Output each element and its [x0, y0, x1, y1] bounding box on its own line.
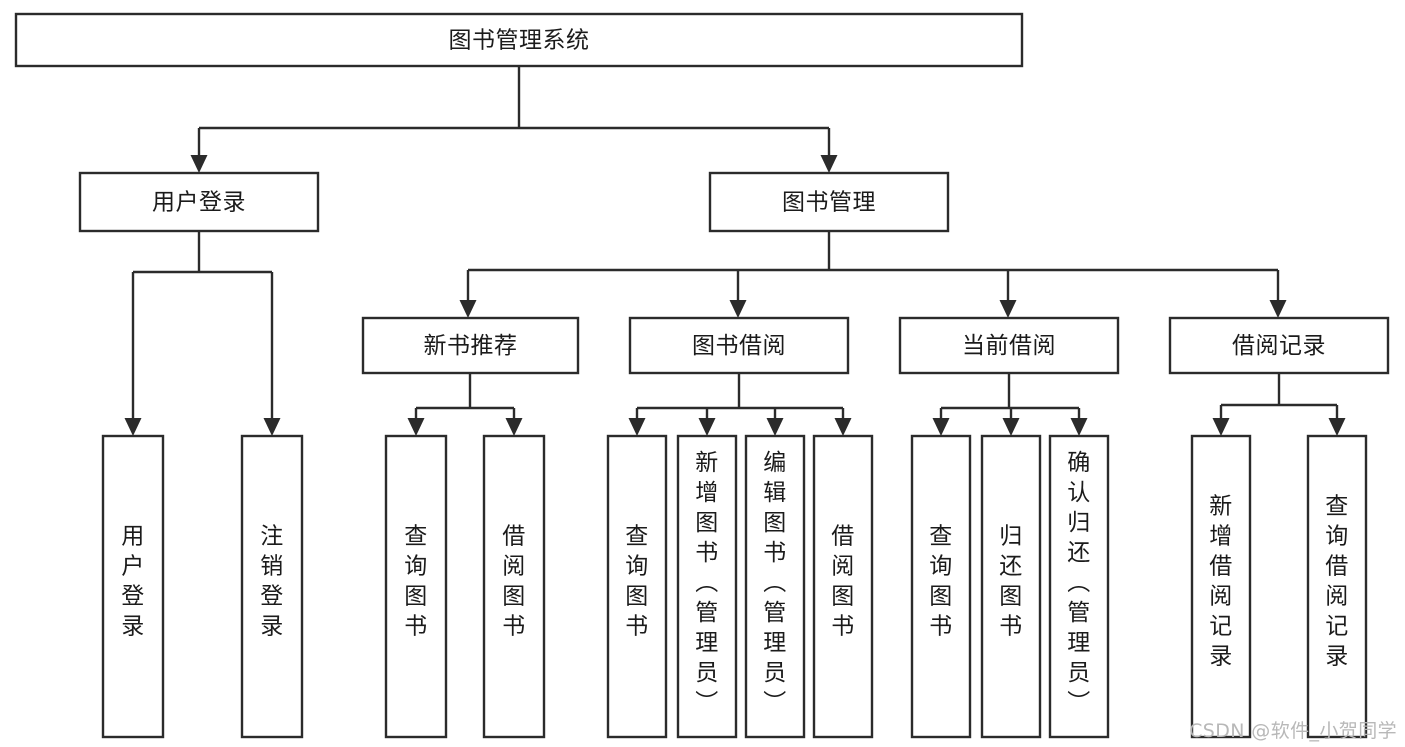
level3-node[interactable]: 借阅记录 [1168, 316, 1390, 375]
leaf-node[interactable]: 借阅图书 [812, 434, 874, 739]
level3-label: 新书推荐 [424, 333, 518, 359]
arrow-head-icon [263, 418, 281, 436]
level2-label: 图书管理 [782, 190, 876, 216]
level3-label: 借阅记录 [1232, 333, 1326, 359]
leaf-box[interactable] [980, 434, 1042, 739]
level3-node[interactable]: 当前借阅 [898, 316, 1120, 375]
level3-label: 图书借阅 [692, 333, 786, 359]
leaf-node[interactable]: 用户登录 [101, 434, 165, 739]
arrow-head-icon [834, 418, 852, 436]
leaf-node[interactable]: 新增图书︵管理员︶ [676, 434, 738, 739]
arrow-head-icon [1002, 418, 1020, 436]
level2-label: 用户登录 [152, 190, 246, 216]
leaf-node[interactable]: 查询借阅记录 [1306, 434, 1368, 739]
arrow-head-icon [505, 418, 523, 436]
leaf-label: 归还图书 [999, 524, 1023, 640]
level3-box[interactable] [898, 316, 1120, 375]
leaf-box[interactable] [1306, 434, 1368, 739]
root-node[interactable]: 图书管理系统 [14, 12, 1024, 68]
leaf-node[interactable]: 确认归还︵管理员︶ [1048, 434, 1110, 739]
leaf-box[interactable] [744, 434, 806, 739]
arrow-head-icon [766, 418, 784, 436]
arrow-head-icon [1269, 300, 1287, 318]
leaf-label: 查询图书 [625, 524, 649, 640]
arrow-head-icon [1070, 418, 1088, 436]
arrow-head-icon [999, 300, 1017, 318]
leaf-box[interactable] [482, 434, 546, 739]
arrow-head-icon [459, 300, 477, 318]
level2-box[interactable] [78, 171, 320, 233]
watermark-text: CSDN @软件_小贺同学 [1189, 720, 1397, 742]
leaf-label: 借阅图书 [831, 524, 855, 640]
leaf-node[interactable]: 新增借阅记录 [1190, 434, 1252, 739]
leaf-label: 查询图书 [404, 524, 428, 640]
leaf-label: 用户登录 [121, 524, 145, 640]
root-label: 图书管理系统 [449, 28, 590, 54]
leaf-node[interactable]: 编辑图书︵管理员︶ [744, 434, 806, 739]
leaf-box[interactable] [676, 434, 738, 739]
arrow-head-icon [628, 418, 646, 436]
leaf-box[interactable] [606, 434, 668, 739]
leaf-label: 编辑图书︵管理员︶ [763, 450, 787, 716]
arrow-head-icon [190, 155, 208, 173]
leaf-box[interactable] [910, 434, 972, 739]
level3-box[interactable] [628, 316, 850, 375]
arrow-head-icon [729, 300, 747, 318]
leaf-node[interactable]: 查询图书 [910, 434, 972, 739]
leaf-node[interactable]: 归还图书 [980, 434, 1042, 739]
leaf-label: 新增图书︵管理员︶ [695, 450, 719, 716]
leaf-box[interactable] [384, 434, 448, 739]
leaf-node[interactable]: 注销登录 [240, 434, 304, 739]
level3-label: 当前借阅 [962, 333, 1056, 359]
level3-node[interactable]: 新书推荐 [361, 316, 580, 375]
arrow-head-icon [1328, 418, 1346, 436]
arrow-head-icon [124, 418, 142, 436]
level2-node[interactable]: 图书管理 [708, 171, 950, 233]
leaf-label: 注销登录 [260, 524, 284, 640]
leaf-box[interactable] [101, 434, 165, 739]
level2-node[interactable]: 用户登录 [78, 171, 320, 233]
arrow-head-icon [698, 418, 716, 436]
root-box[interactable] [14, 12, 1024, 68]
level3-box[interactable] [1168, 316, 1390, 375]
leaf-box[interactable] [1190, 434, 1252, 739]
leaf-box[interactable] [240, 434, 304, 739]
leaf-label: 查询借阅记录 [1325, 494, 1349, 670]
level3-node[interactable]: 图书借阅 [628, 316, 850, 375]
arrow-head-icon [932, 418, 950, 436]
leaf-label: 借阅图书 [502, 524, 526, 640]
leaf-label: 新增借阅记录 [1209, 494, 1233, 670]
leaf-label: 确认归还︵管理员︶ [1067, 450, 1091, 716]
arrow-head-icon [820, 155, 838, 173]
leaf-node[interactable]: 借阅图书 [482, 434, 546, 739]
leaf-node[interactable]: 查询图书 [384, 434, 448, 739]
leaf-box[interactable] [1048, 434, 1110, 739]
connector-layer [124, 66, 1346, 436]
leaf-label: 查询图书 [929, 524, 953, 640]
arrow-head-icon [407, 418, 425, 436]
leaf-node[interactable]: 查询图书 [606, 434, 668, 739]
level3-box[interactable] [361, 316, 580, 375]
level2-box[interactable] [708, 171, 950, 233]
node-layer: 图书管理系统用户登录图书管理新书推荐图书借阅当前借阅借阅记录用户登录注销登录查询… [14, 12, 1390, 739]
arrow-head-icon [1212, 418, 1230, 436]
leaf-box[interactable] [812, 434, 874, 739]
